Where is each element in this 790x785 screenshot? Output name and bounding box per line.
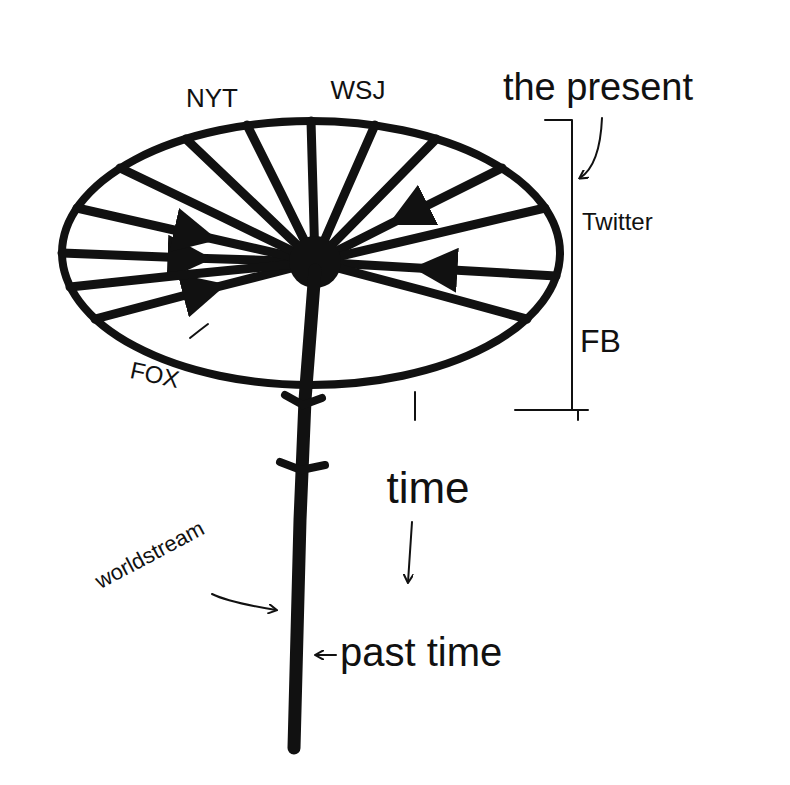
handwritten-label: past time bbox=[340, 630, 502, 674]
handwritten-label: NYT bbox=[186, 84, 238, 113]
handwritten-label: worldstream bbox=[91, 516, 208, 594]
handwritten-label: time bbox=[386, 464, 469, 512]
handwritten-label: the present bbox=[503, 67, 693, 109]
handwritten-label: WSJ bbox=[331, 76, 386, 105]
handwritten-label: Twitter bbox=[582, 209, 653, 235]
handwritten-label: FB bbox=[580, 324, 621, 359]
